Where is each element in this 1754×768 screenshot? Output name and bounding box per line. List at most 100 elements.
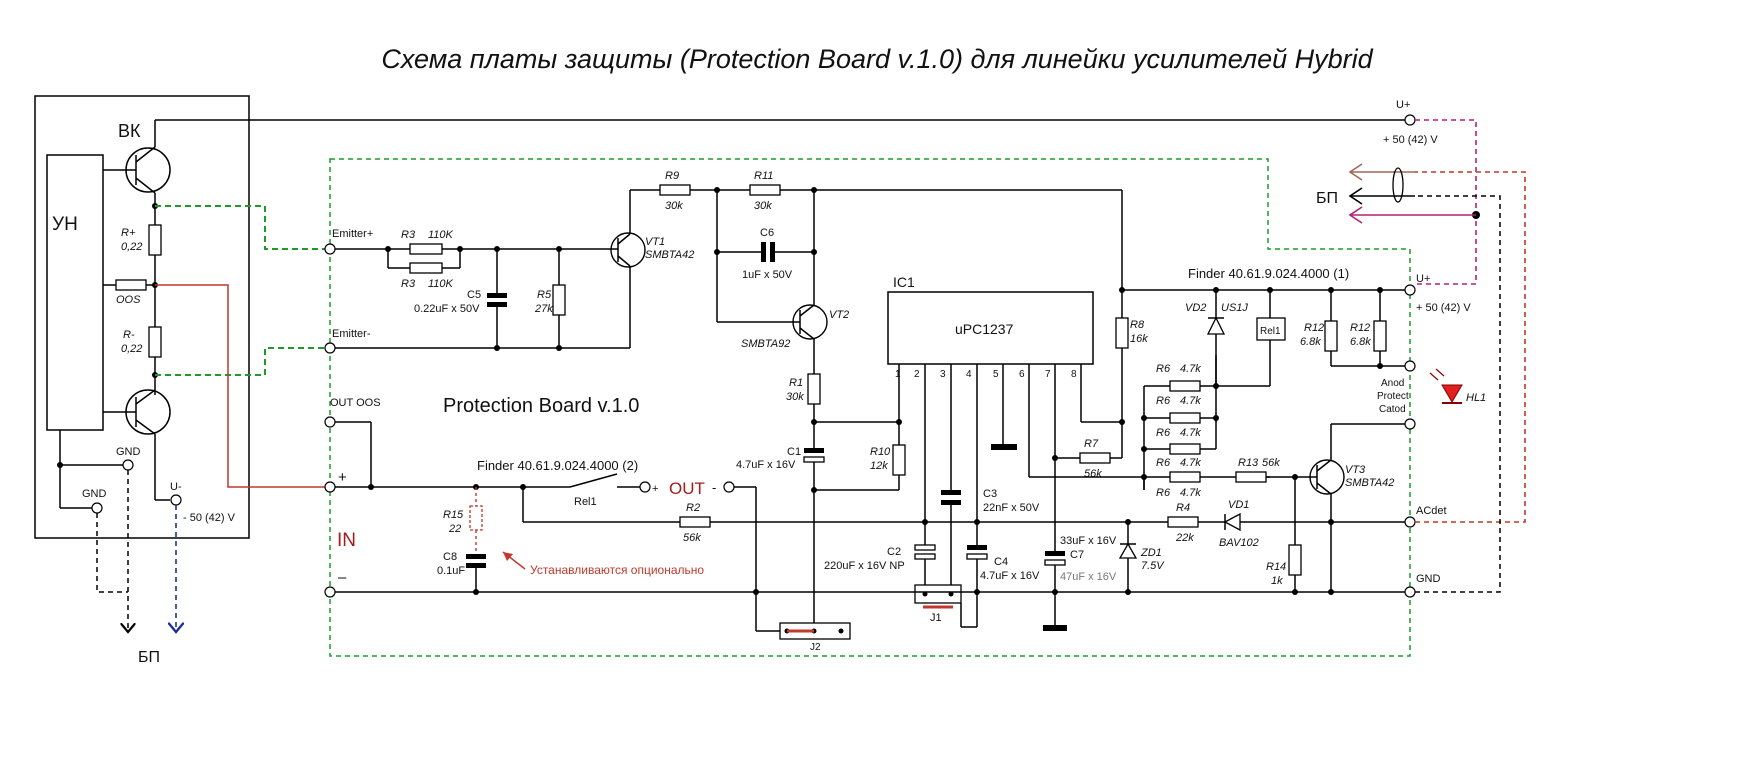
r2-label: R2 [686,502,700,514]
r14-resistor [1288,544,1302,576]
r3a-label: R3 [401,229,416,241]
board-outline [329,158,1411,657]
u-plus-top-label: U+ [1396,99,1410,111]
r-minus-label: R- [123,329,135,341]
r6-resistor-4 [1169,471,1201,483]
optional-note: Устанавливаются опционально [530,563,704,577]
c3-value: 22nF x 50V [983,502,1040,514]
c4-capacitor [967,545,987,550]
pin5-ground [991,444,1017,450]
vt2-label: VT2 [829,309,849,321]
out-minus-terminal [723,481,735,493]
r10-resistor [892,444,906,476]
c2-capacitor [914,544,936,551]
r-minus-value: 0,22 [121,343,142,355]
out-plus-terminal [639,481,651,493]
u-minus-label: U- [170,481,182,493]
zd1-value: 7.5V [1141,560,1165,572]
oos-resistor [115,279,147,291]
hl1-led [1429,368,1463,404]
r-plus-label: R+ [121,227,136,239]
r9-resistor [659,184,691,196]
r3b-resistor [409,262,443,274]
r6-label-5: R6 [1156,487,1171,499]
r8-label: R8 [1130,319,1145,331]
c8-value: 0.1uF [437,565,465,577]
out-minus-label: - [712,480,716,495]
r12a-resistor [1324,320,1338,352]
oos-label: OOS [116,294,141,306]
r4-resistor [1167,516,1199,528]
r7-resistor [1079,452,1111,464]
r15-resistor [469,505,483,531]
anod-label: Anod [1381,378,1404,389]
bp-right-label: БП [1316,190,1338,207]
plus-label: + [338,469,347,486]
c5-label: C5 [467,289,481,301]
finder1-label: Finder 40.61.9.024.4000 (1) [1188,266,1349,281]
r2-value: 56k [683,532,701,544]
r5-resistor [552,284,566,316]
j1-jumper [914,584,962,604]
r6-value-5: 4.7k [1180,487,1201,499]
r11-value: 30k [754,200,772,212]
vt3-value: SMBTA42 [1345,477,1394,489]
r6-label-3: R6 [1156,427,1171,439]
r8-resistor [1115,317,1129,349]
emitter-plus-link [155,205,325,250]
r15-label: R15 [443,509,464,521]
r6-label-2: R6 [1156,395,1171,407]
r3b-label: R3 [401,278,416,290]
vd1-value: BAV102 [1219,537,1259,549]
r6-value-2: 4.7k [1180,395,1201,407]
ic1-pins: 1 2 3 4 5 6 7 8 [895,364,1082,545]
c5-value: 0.22uF x 50V [414,303,480,315]
un-block [46,154,104,431]
vt2-transistor [792,304,828,340]
r9-label: R9 [665,170,679,182]
ic1-label: IC1 [893,274,915,290]
c1-value: 4.7uF x 16V [736,459,796,471]
r1-label: R1 [789,377,803,389]
r1-resistor [807,373,821,405]
u-plus-right-value: + 50 (42) V [1416,302,1471,314]
r6-value-3: 4.7k [1180,427,1201,439]
emitter-minus-terminal [324,342,336,354]
lower-output-transistor [103,389,171,435]
vt3-transistor [1309,424,1345,592]
r13-value: 56k [1262,457,1280,469]
r6-label-1: R6 [1156,363,1171,375]
r15-value: 22 [448,523,461,535]
c8-label: C8 [443,551,457,563]
upper-output-transistor [103,120,171,194]
gnd-label: GND [1416,573,1441,585]
c4-label: C4 [994,556,1008,568]
r5-value: 27k [534,303,553,315]
vt1-value: SMBTA42 [645,249,694,261]
u-plus-top-value: + 50 (42) V [1383,134,1438,146]
vd2-diode [1206,316,1226,335]
c7-value-b: 47uF x 16V [1060,571,1117,583]
gnd-terminal [1404,586,1416,598]
psu-harness [1348,119,1526,593]
r12b-label: R12 [1350,322,1370,334]
vd1-label: VD1 [1228,499,1249,511]
r-plus-value: 0,22 [121,241,142,253]
c1-label: C1 [787,446,801,458]
sensing-network: R3 110K R3 110K C5 0.22uF x 50V R5 27k [335,229,630,351]
zd1-diode [1118,542,1138,559]
ic-pin-3: 3 [940,369,946,380]
c2-value: 220uF x 16V NP [824,560,905,572]
r3a-resistor [409,243,443,255]
r3a-value: 110K [428,229,454,241]
diagram-title: Схема платы защиты (Protection Board v.1… [381,44,1373,74]
u-plus-top-terminal [1404,114,1416,126]
u-minus-terminal [170,494,182,506]
gnd2-terminal [91,502,103,514]
r3b-value: 110K [428,278,454,290]
c2-label: C2 [887,546,901,558]
emitter-plus-label: Emitter+ [332,228,373,240]
u-minus-value: - 50 (42) V [183,512,236,524]
r6-resistor-1 [1169,380,1201,392]
acdet-terminal [1404,516,1416,528]
